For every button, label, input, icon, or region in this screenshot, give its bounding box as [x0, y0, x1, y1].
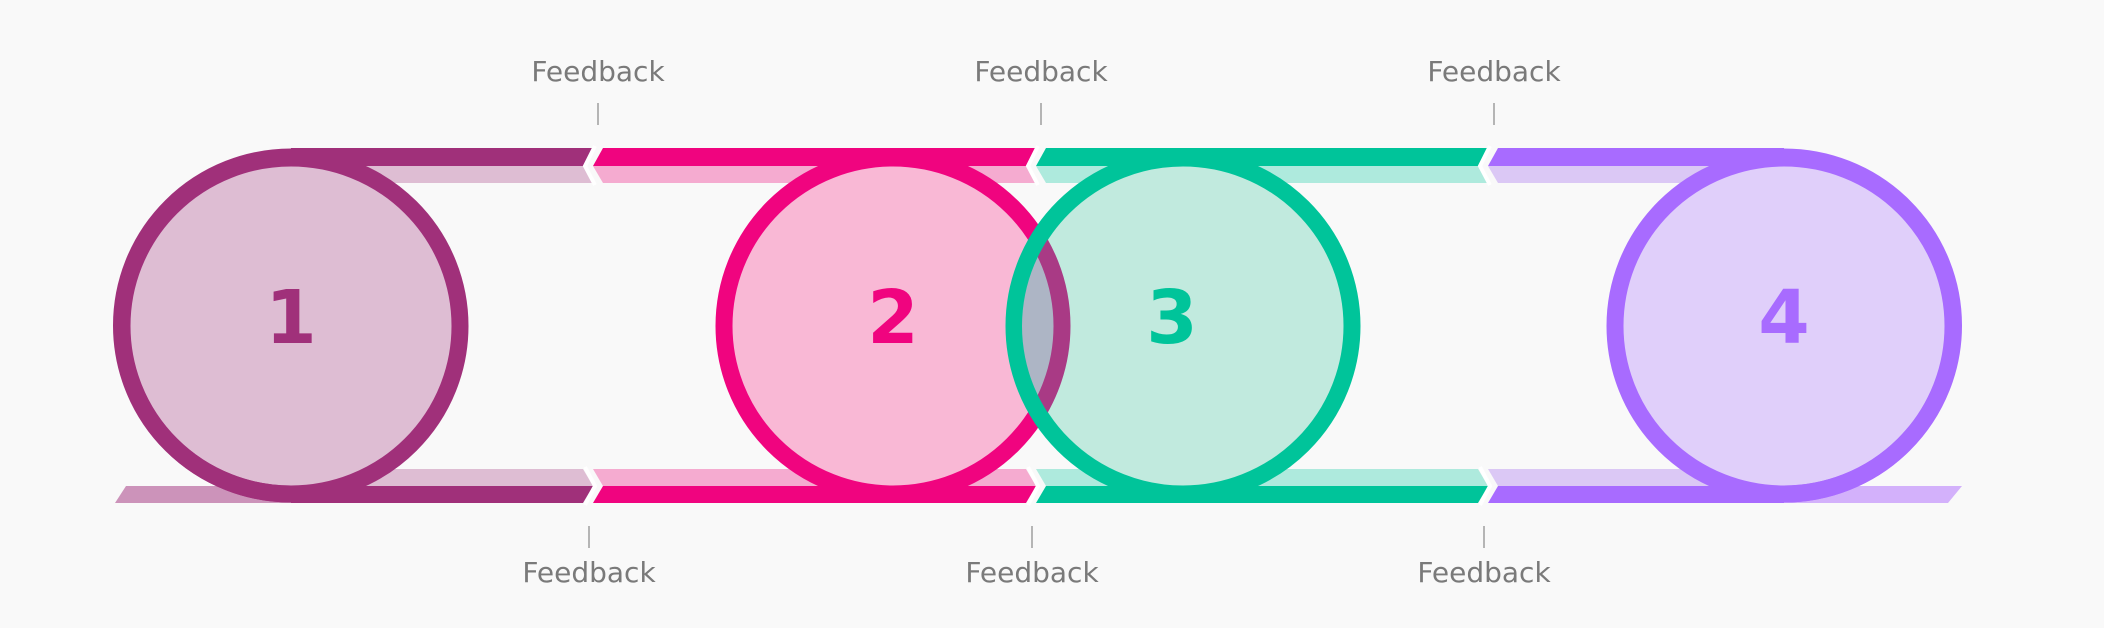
step-2-number: 2 — [867, 275, 919, 361]
step-3-number: 3 — [1146, 275, 1198, 361]
step-4-top-band — [1488, 148, 1784, 166]
step-2-top-band — [593, 148, 1036, 166]
step-2-bottom-band — [593, 486, 1036, 503]
feedback-top-3-label: Feedback — [1427, 55, 1561, 88]
feedback-top-1-label: Feedback — [531, 55, 665, 88]
step-1-bottom-band — [291, 486, 593, 503]
step-1-number: 1 — [265, 275, 317, 361]
feedback-bottom-3-label: Feedback — [1417, 556, 1551, 589]
chevron-separators — [582, 145, 1493, 506]
step-4-capsule-arc — [1783, 148, 1962, 503]
step-1-capsule-arc — [113, 148, 292, 503]
step-3-bottom-band — [1036, 486, 1488, 503]
overlap-ring-2 — [1022, 166, 1071, 486]
step-3-top-band — [1036, 148, 1488, 166]
feedback-top-2-label: Feedback — [974, 55, 1108, 88]
step-4-number: 4 — [1758, 275, 1810, 361]
feedback-bottom-1-label: Feedback — [522, 556, 656, 589]
feedback-bottom-2-label: Feedback — [965, 556, 1099, 589]
step-1-top-band — [291, 148, 593, 166]
step-4-bottom-band — [1488, 486, 1784, 503]
